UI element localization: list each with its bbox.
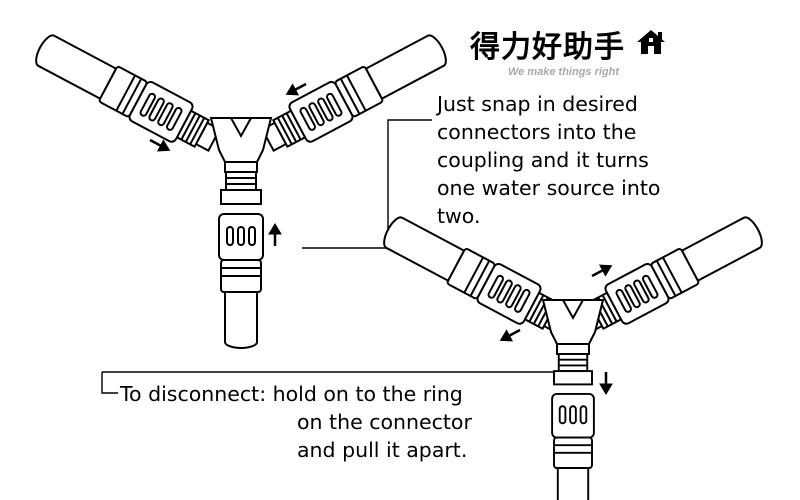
disconnect-instruction: To disconnect: hold on to the ring on th… [120, 380, 540, 464]
bracket-disconnect [101, 372, 118, 394]
assembly-exploded [28, 27, 454, 349]
push-arrow-up [268, 223, 282, 246]
pull-arrow-right [587, 259, 616, 283]
connect-line: coupling and it turns [437, 148, 649, 172]
assembly-disconnect [376, 209, 770, 500]
connect-line: connectors into the [437, 120, 637, 144]
house-icon [636, 29, 666, 59]
brand-header: 得力好助手 We make things right [470, 22, 700, 78]
connect-line: two. [437, 204, 481, 228]
disconnect-line: on the connector [297, 410, 472, 434]
brand-name: 得力好助手 [470, 30, 625, 65]
brand-tagline: We make things right [508, 66, 620, 78]
disconnect-line: To disconnect: hold on to the ring [120, 382, 463, 406]
pull-arrow-down [599, 372, 613, 395]
connect-line: Just snap in desired [437, 92, 638, 116]
pull-arrow-left [496, 323, 525, 347]
connect-line: one water source into [437, 176, 661, 200]
leader-line-connect [302, 119, 432, 249]
disconnect-line: and pull it apart. [297, 438, 468, 462]
connect-instruction: Just snap in desired connectors into the… [437, 90, 767, 230]
